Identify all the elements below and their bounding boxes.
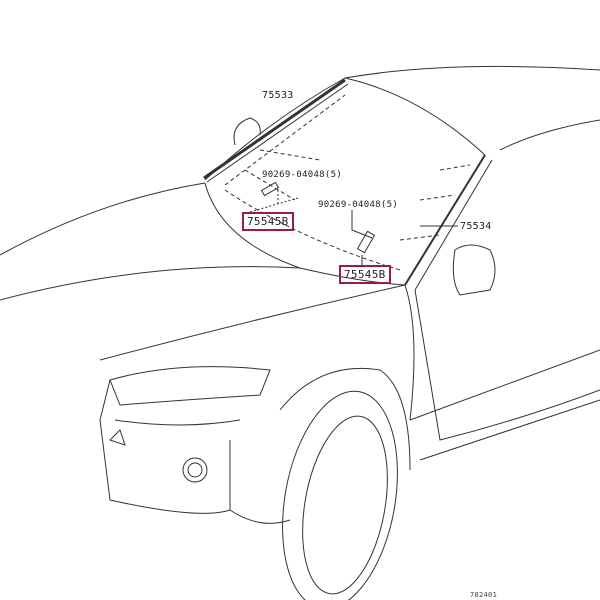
windshield-top-edge [204,77,486,181]
molding-75533 [203,78,346,180]
front-wheel [282,390,398,600]
label-clip-75545b-highlighted: 75545B [242,212,294,231]
label-bolt-90269-2: 90269-04048(5) [318,200,399,210]
clip-75545b-part [356,230,376,254]
pillar-molding-75534 [404,154,486,286]
label-75533: 75533 [262,90,294,101]
fog-lamp [182,457,208,483]
figure-id: 782401 [470,591,498,599]
roof-line [344,65,600,79]
side-mirror [452,244,496,296]
label-75534: 75534 [460,221,492,232]
label-bolt-90269-1: 90269-04048(5) [262,170,343,180]
label-clip-75545b-highlighted: 75545B [339,265,391,284]
headlight [109,366,271,406]
